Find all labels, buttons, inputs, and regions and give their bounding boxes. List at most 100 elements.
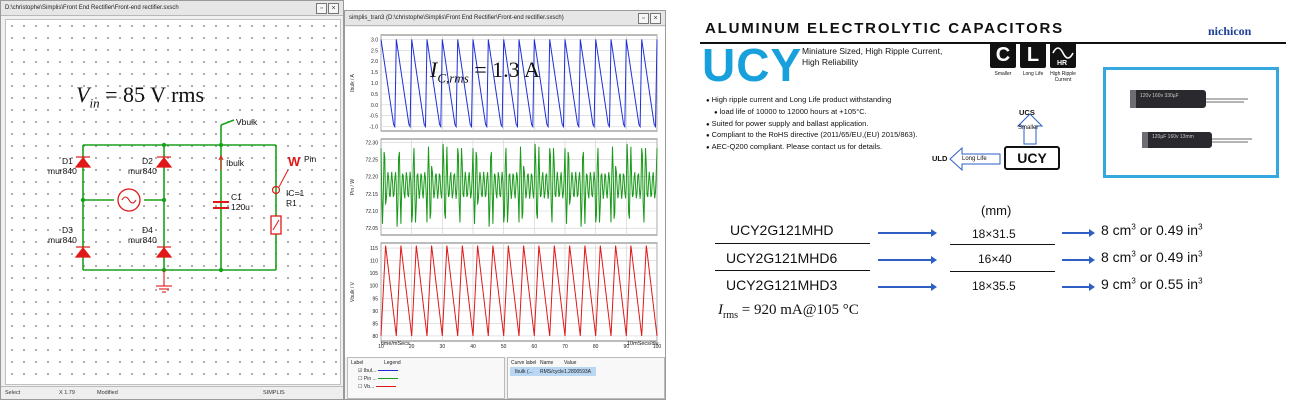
high-ripple-caption: High Ripple Current (1050, 71, 1076, 83)
schematic-titlebar[interactable]: D:\christophe\Simplis\Front End Rectifie… (1, 1, 343, 16)
x-tick-label: 80 (593, 344, 599, 350)
vbulk-label: Vbulk (236, 117, 258, 127)
legend-item-label: Pin ... (363, 376, 377, 382)
y-tick-label: 85 (372, 321, 378, 327)
waveform-minimize-button[interactable]: ▫ (638, 13, 649, 24)
volume-value: 8 cm3 or 0.49 in3 (1101, 222, 1203, 238)
schematic-window: D:\christophe\Simplis\Front End Rectifie… (0, 0, 344, 400)
status-mode: Select (5, 390, 21, 396)
unit-label: (mm) (981, 203, 1012, 218)
minimize-button[interactable]: ▫ (316, 3, 327, 14)
pin-label: Pin (304, 154, 317, 164)
waveform-titlebar[interactable]: simplis_tran3 (D:\christophe\Simplis\Fro… (345, 11, 665, 26)
d1-name: D1 (62, 156, 73, 166)
volume-cm: 9 cm (1101, 276, 1132, 292)
series-description: Miniature Sized, High Ripple Current, Hi… (802, 46, 942, 68)
measurement-panel: Curve label Name Value Ibulk (... RMS/cy… (507, 357, 665, 399)
ic-subscript: C,rms (437, 70, 469, 86)
y-tick-label: 72.25 (365, 158, 378, 164)
legend-panel: Label Legend ☑ Ibul... ☐ Pin ... ☐ Vb... (347, 357, 505, 399)
ibulk-label: Ibulk (226, 158, 244, 168)
x-tick-label: 70 (562, 344, 568, 350)
irms-value: = 920 mA@105 °C (741, 302, 859, 318)
legend-swatch-green (378, 378, 399, 380)
lineage-arrows (949, 114, 1044, 172)
trace-line (380, 39, 658, 129)
status-coord: X 1.79 (59, 390, 75, 396)
lineage-ucy-box: UCY (1004, 146, 1060, 170)
row-divider (715, 270, 870, 271)
datasheet-title: ALUMINUM ELECTROLYTIC CAPACITORS (705, 20, 1064, 37)
info-name: RMS/cycle (540, 369, 564, 375)
volume-in: or 0.49 in (1139, 249, 1199, 265)
vin-subscript: in (89, 95, 100, 111)
c1-value: 120u (231, 202, 250, 212)
measurement-row[interactable] (510, 367, 596, 376)
legend-item[interactable]: ☑ Ibul... (358, 368, 398, 374)
ic-value: = 1.3 A (474, 57, 540, 82)
row-divider (715, 243, 870, 244)
dimension: 18×35.5 (972, 279, 1016, 293)
y-tick-label: 0.0 (371, 103, 378, 109)
legend-header-label: Label (351, 360, 364, 366)
waveform-close-button[interactable]: × (650, 13, 661, 24)
y-tick-label: 95 (372, 296, 378, 302)
x-tick-label: 60 (532, 344, 538, 350)
irms-subscript: rms (723, 310, 738, 321)
feature-item: load life of 10000 to 12000 hours at +10… (706, 107, 917, 119)
d2-name: D2 (142, 156, 153, 166)
arrow-right-icon (878, 229, 937, 236)
lineage-smaller: Smaller (1018, 125, 1039, 131)
d2-model: mur840 (128, 166, 157, 176)
part-number: UCY2G121MHD3 (726, 277, 838, 293)
info-curve-label: Ibulk (... (515, 369, 533, 375)
d4-model: mur840 (128, 235, 157, 245)
irms-symbol: I (718, 302, 723, 318)
y-tick-label: 72.05 (365, 226, 378, 232)
y-tick-label: 2.0 (371, 59, 378, 65)
c1-name: C1 (231, 192, 242, 202)
volume-cm: 8 cm (1101, 249, 1132, 265)
volume-exp: 3 (1131, 249, 1136, 259)
feature-item: Compliant to the RoHS directive (2011/65… (706, 130, 918, 142)
waveform-window: simplis_tran3 (D:\christophe\Simplis\Fro… (344, 10, 666, 400)
feature-item: High ripple current and Long Life produc… (706, 95, 917, 107)
lineage-long-life: Long Life (962, 156, 987, 162)
capacitor-illustration: 120v 160v 330µF 120µF 160v 13mm (1130, 90, 1252, 148)
x-tick-label: 40 (470, 344, 476, 350)
smaller-caption: Smaller (994, 71, 1012, 77)
w-probe-label: W (288, 154, 301, 169)
y-tick-label: 105 (370, 271, 379, 277)
volume-value: 9 cm3 or 0.55 in3 (1101, 276, 1203, 292)
x-tick-label: 30 (440, 344, 446, 350)
legend-item-label: Vb... (363, 384, 375, 390)
legend-item[interactable]: ☐ Vb... (358, 384, 396, 390)
y-tick-label: 72.30 (365, 140, 378, 146)
d1-model: mur840 (48, 166, 77, 176)
y-tick-label: 2.5 (371, 48, 378, 54)
volume-exp: 3 (1198, 276, 1203, 286)
d3-name: D3 (62, 225, 73, 235)
y-tick-label: 100 (370, 284, 379, 290)
lineage-ucs: UCS (1019, 108, 1035, 117)
x-tick-label: 50 (501, 344, 507, 350)
vin-value: = 85 V rms (105, 82, 205, 107)
legend-swatch-red (375, 386, 396, 388)
status-state: Modified (97, 390, 118, 396)
schematic-statusbar: Select X 1.79 Modified SIMPLIS (1, 386, 343, 399)
close-button[interactable]: × (328, 3, 339, 14)
y-tick-label: 90 (372, 309, 378, 315)
y-tick-label: -0.5 (369, 114, 378, 120)
arrow-right-icon (878, 283, 937, 290)
series-name: UCY (702, 39, 803, 91)
legend-item[interactable]: ☐ Pin ... (358, 376, 399, 382)
arrow-right-icon (878, 256, 937, 263)
product-photo: 120v 160v 330µF 120µF 160v 13mm (1103, 67, 1279, 178)
